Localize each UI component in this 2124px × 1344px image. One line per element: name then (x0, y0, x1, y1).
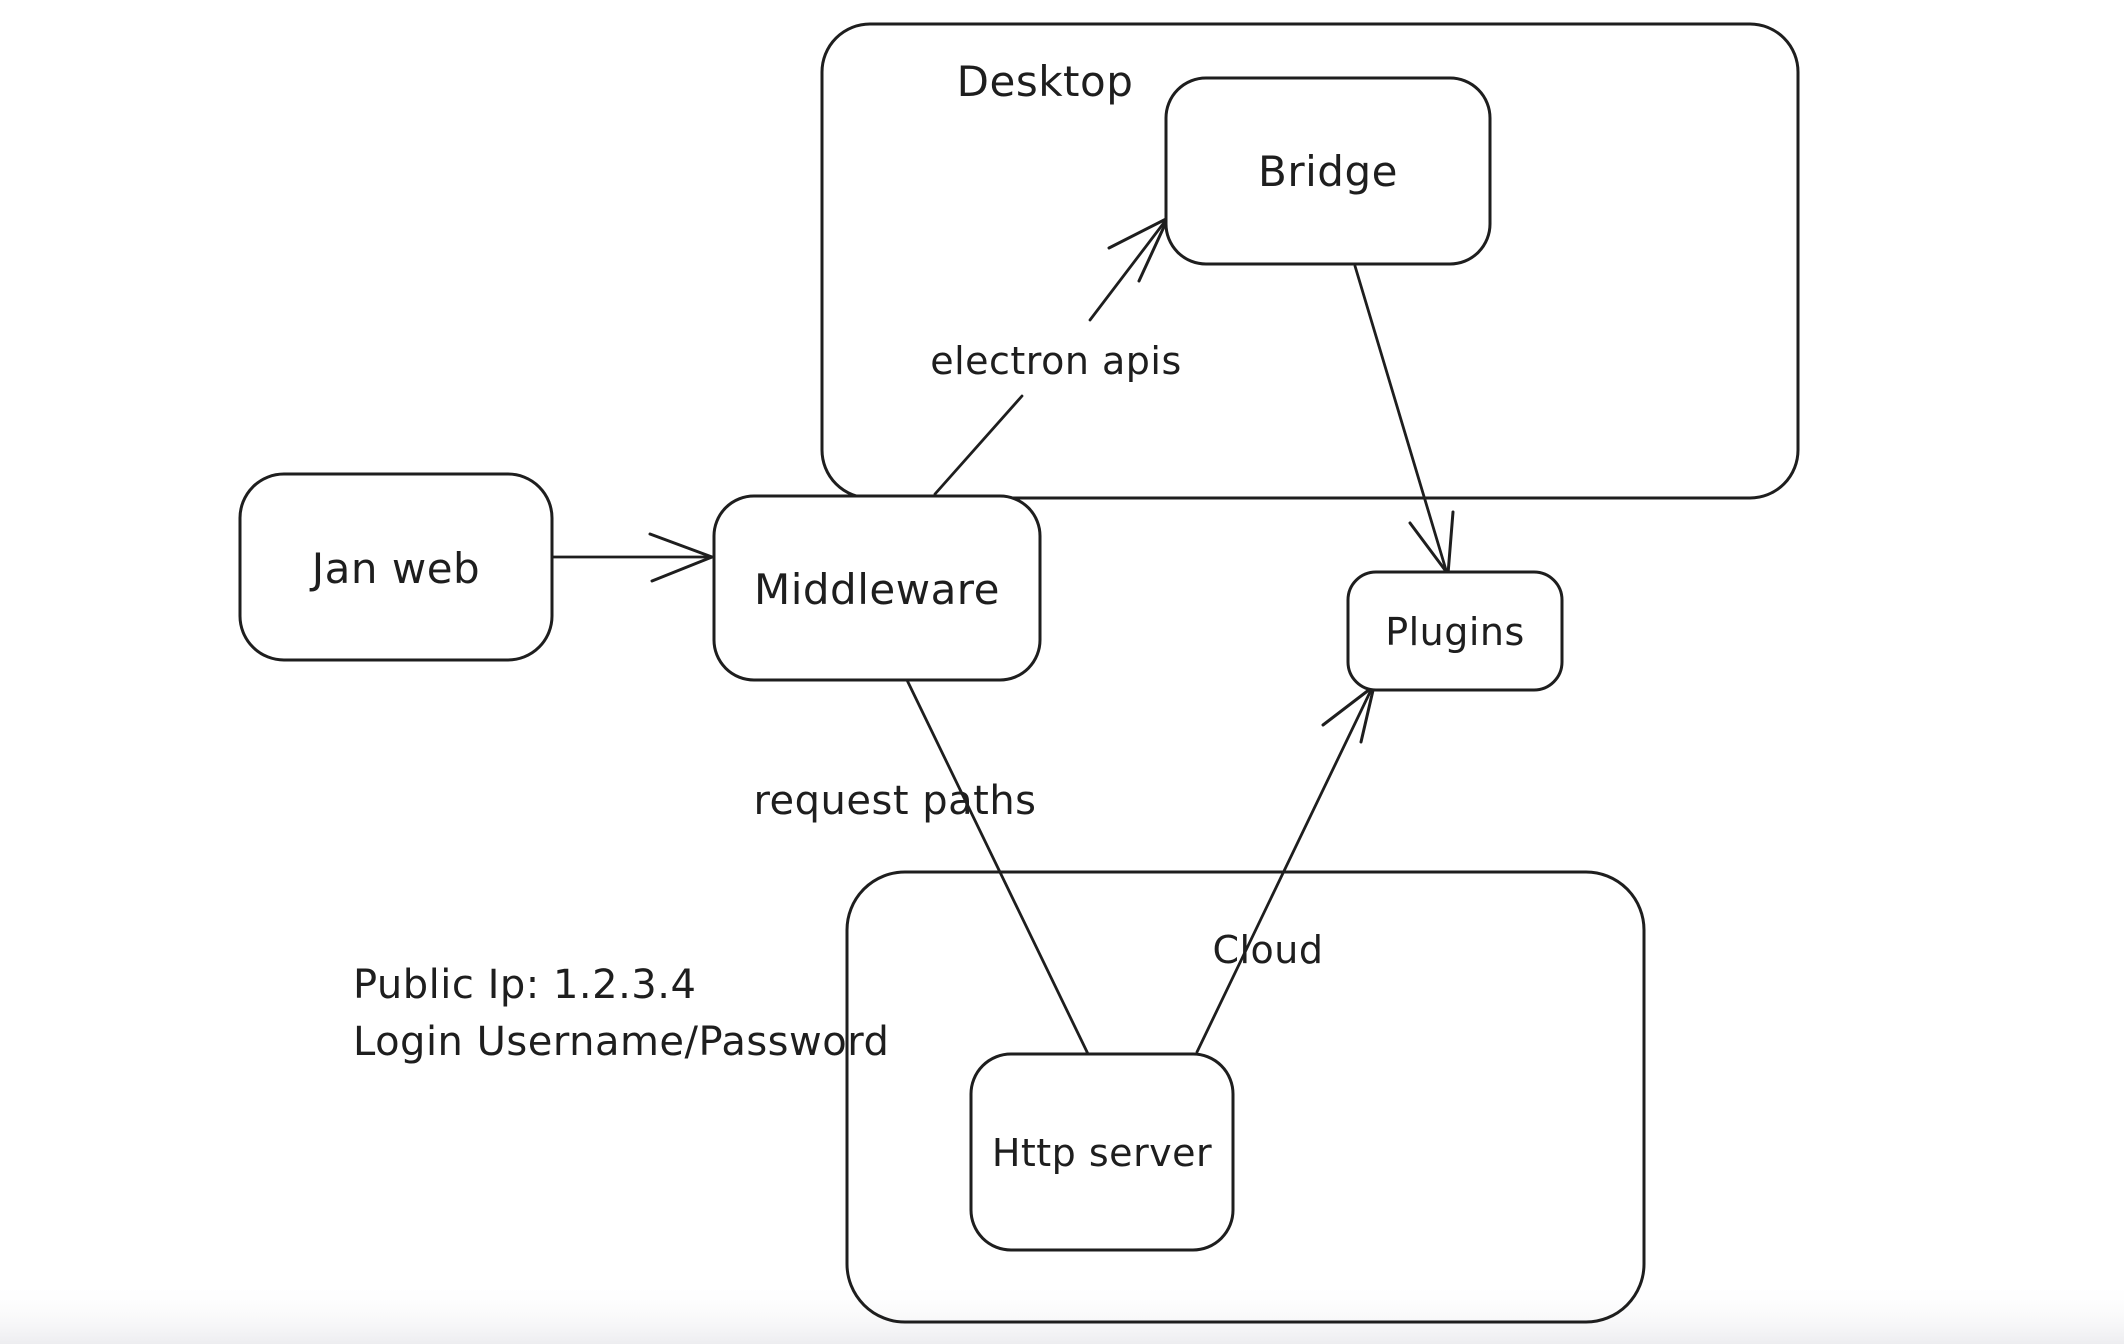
edge-middleware-to-bridge: electron apis (930, 216, 1182, 496)
edge-httpserver-plugins-arrowhead (1321, 684, 1376, 744)
desktop-container-box (820, 22, 1800, 500)
edge-middleware-to-httpserver (904, 676, 1091, 1058)
node-http-server: Http server (969, 1052, 1235, 1252)
edge-middleware-httpserver-line (904, 676, 1091, 1058)
edge-httpserver-to-plugins (1195, 684, 1376, 1054)
edge-middleware-bridge-line (933, 218, 1168, 496)
middleware-box (712, 494, 1042, 682)
edge-middleware-bridge-arrowhead (1107, 216, 1170, 283)
jan-web-box (238, 472, 554, 662)
edge-janweb-to-middleware (550, 532, 714, 583)
middleware-label: Middleware (754, 565, 1000, 614)
plugins-label: Plugins (1385, 610, 1525, 654)
plugins-box (1346, 570, 1564, 692)
desktop-container-label: Desktop (957, 57, 1134, 106)
node-middleware: Middleware (712, 494, 1042, 682)
public-ip-note: Public Ip: 1.2.3.4 (353, 962, 696, 1008)
edge-bridge-plugins-arrowhead (1408, 510, 1455, 576)
cloud-container-label: Cloud (1212, 928, 1323, 972)
node-jan-web: Jan web (238, 472, 554, 662)
cloud-access-note: Public Ip: 1.2.3.4 Login Username/Passwo… (353, 962, 889, 1065)
node-bridge: Bridge (1164, 76, 1492, 266)
edge-httpserver-plugins-line (1195, 686, 1374, 1054)
bridge-label: Bridge (1258, 147, 1398, 196)
edge-bridge-plugins-line (1353, 264, 1448, 572)
node-plugins: Plugins (1346, 570, 1564, 692)
request-paths-label: request paths (753, 778, 1036, 824)
http-server-label: Http server (992, 1131, 1212, 1175)
http-server-box (969, 1052, 1235, 1252)
edge-janweb-middleware-arrowhead (648, 532, 714, 583)
canvas-bottom-fade (0, 1282, 2124, 1344)
edge-bridge-to-plugins (1353, 264, 1455, 576)
bridge-box (1164, 76, 1492, 266)
container-desktop: Desktop (820, 22, 1800, 500)
login-credentials-note: Login Username/Password (353, 1019, 889, 1065)
electron-apis-label: electron apis (930, 339, 1182, 383)
jan-web-label: Jan web (309, 544, 480, 593)
cloud-container-box (845, 870, 1646, 1324)
container-cloud (845, 870, 1646, 1324)
